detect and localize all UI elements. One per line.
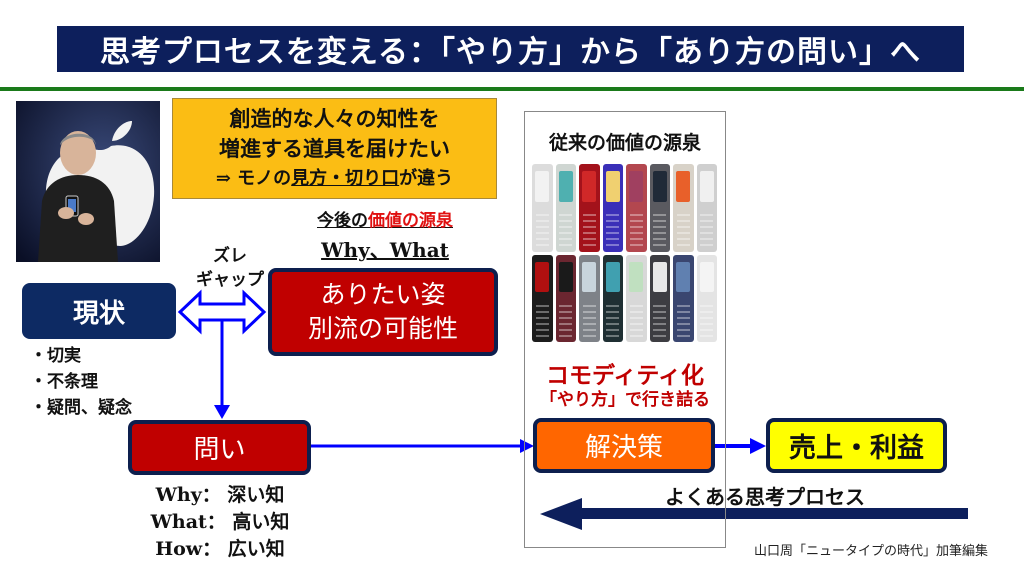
phone-thumbnail — [602, 164, 623, 252]
phone-screen — [535, 171, 550, 202]
phone-screen — [699, 261, 714, 293]
current-state-bullet: ・疑問、疑念 — [30, 398, 132, 418]
vision-line-3-underlined: 見方・切り口 — [291, 167, 400, 189]
phone-screen — [629, 261, 644, 293]
phone-keypad — [676, 302, 690, 337]
phone-thumbnail — [579, 254, 600, 342]
phone-screen — [699, 171, 714, 202]
phone-thumbnail — [555, 164, 576, 252]
vision-line-3-suffix: が違う — [399, 167, 454, 189]
phone-screen — [605, 261, 620, 293]
phone-screen — [676, 171, 691, 202]
phone-screen — [605, 171, 620, 202]
question-box: 問い — [128, 420, 311, 475]
phone-keypad — [535, 212, 549, 247]
phone-screen — [652, 171, 667, 202]
commodity-sublabel: 「やり方」で行き詰る — [540, 390, 710, 410]
phone-keypad — [653, 212, 667, 247]
phone-keypad — [629, 212, 643, 247]
phone-screen — [558, 171, 573, 202]
vision-line-3-prefix: ⇒ モノの — [215, 167, 292, 189]
phone-screen — [535, 261, 550, 293]
ideal-state-line-1: ありたい姿 — [320, 280, 446, 309]
phone-thumbnail — [532, 164, 553, 252]
presenter-photo — [16, 101, 160, 262]
ideal-state-box: ありたい姿 別流の可能性 — [268, 268, 498, 356]
vision-box: 創造的な人々の知性を 増進する道具を届けたい ⇒ モノの見方・切り口が違う — [172, 98, 497, 199]
common-process-arrow-head — [540, 498, 582, 530]
revenue-box: 売上・利益 — [766, 418, 947, 473]
solution-to-revenue-head — [750, 438, 766, 454]
question-label: 問い — [193, 435, 246, 465]
ideal-state-line-2: 別流の可能性 — [307, 314, 458, 343]
phone-thumbnail — [532, 254, 553, 342]
old-value-title: 従来の価値の源泉 — [548, 132, 701, 154]
phone-thumbnail — [579, 164, 600, 252]
slide-title: 思考プロセスを変える：「やり方」から「あり方の問い」へ — [57, 26, 964, 72]
phone-keypad — [606, 212, 620, 247]
phone-thumbnail — [673, 164, 694, 252]
phone-keypad — [582, 212, 596, 247]
vision-line-2: 増進する道具を届けたい — [219, 135, 450, 161]
phone-keypad — [676, 212, 690, 247]
future-value-sub: Why、What — [321, 238, 449, 262]
phone-thumbnail — [626, 164, 647, 252]
source-credit: 山口周「ニュータイプの時代」加筆編集 — [754, 544, 989, 559]
current-state-bullet: ・不条理 — [30, 372, 98, 392]
phone-screen — [558, 261, 573, 293]
question-item: What： 高い知 — [150, 511, 290, 533]
future-value-heading: 今後の価値の源泉 — [280, 206, 490, 231]
question-list: Why： 深い知 What： 高い知 How： 広い知 — [120, 482, 320, 563]
vision-line-3: ⇒ モノの見方・切り口が違う — [216, 164, 453, 194]
current-state-box: 現状 — [22, 283, 176, 339]
phone-keypad — [582, 302, 596, 337]
phone-keypad — [700, 302, 714, 337]
gap-label-line-2: ギャップ — [196, 270, 264, 290]
gap-label: ズレ ギャップ — [180, 244, 280, 292]
phone-keypad — [559, 212, 573, 247]
phone-screen — [582, 261, 597, 293]
phone-thumbnail — [649, 164, 670, 252]
question-item: How： 広い知 — [155, 538, 285, 560]
phone-thumbnail — [673, 254, 694, 342]
phone-keypad — [559, 302, 573, 337]
phone-thumbnail — [696, 254, 717, 342]
revenue-label: 売上・利益 — [789, 433, 924, 464]
gap-double-arrow — [177, 289, 267, 335]
current-state-label: 現状 — [72, 298, 125, 329]
presenter-illustration — [16, 101, 160, 262]
common-process-label: よくある思考プロセス — [665, 485, 865, 509]
phone-keypad — [629, 302, 643, 337]
vision-line-1: 創造的な人々の知性を — [229, 105, 440, 131]
phone-thumbnail — [649, 254, 670, 342]
phone-keypad — [653, 302, 667, 337]
phone-thumbnail — [626, 254, 647, 342]
title-divider — [0, 87, 1024, 91]
current-state-bullets: ・切実 ・不条理 ・疑問、疑念 — [30, 343, 132, 421]
solution-box: 解決策 — [533, 418, 715, 473]
solution-label: 解決策 — [584, 433, 663, 463]
future-value-prefix: 今後の — [317, 211, 368, 231]
common-process-arrow-shaft — [578, 508, 968, 519]
down-arrow-head — [214, 405, 230, 419]
future-value-highlight: 価値の源泉 — [368, 211, 453, 231]
phone-thumbnail — [602, 254, 623, 342]
phone-keypad — [700, 212, 714, 247]
phone-screen — [652, 261, 667, 293]
phone-screen — [676, 261, 691, 293]
commodity-label: コモディティ化 — [545, 362, 704, 389]
phone-screen — [582, 171, 597, 202]
question-to-solution-head — [520, 439, 534, 453]
current-state-bullet: ・切実 — [30, 346, 81, 366]
phone-keypad — [535, 302, 549, 337]
phone-screen — [629, 171, 644, 202]
phone-thumbnail — [696, 164, 717, 252]
phones-image-grid — [532, 164, 717, 342]
old-value-panel — [524, 111, 726, 548]
phone-thumbnail — [555, 254, 576, 342]
gap-label-line-1: ズレ — [213, 246, 247, 266]
phone-keypad — [606, 302, 620, 337]
question-item: Why： 深い知 — [155, 484, 285, 506]
